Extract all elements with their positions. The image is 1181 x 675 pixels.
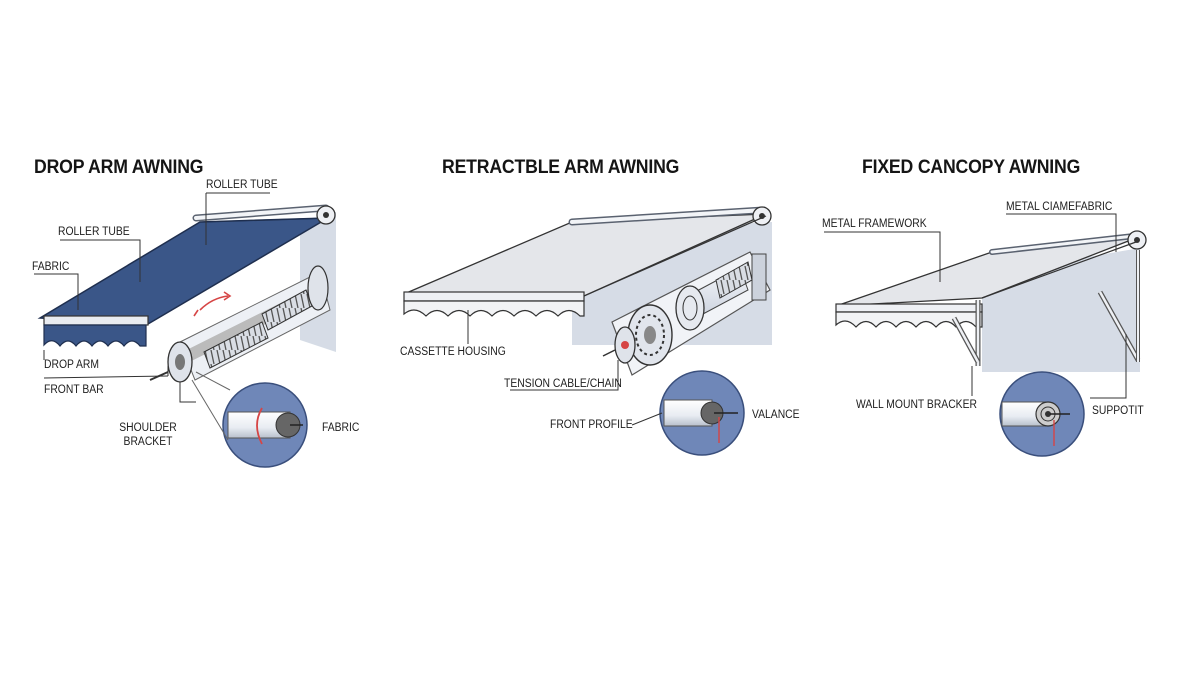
front-profile-label: FRONT PROFILE <box>550 419 633 431</box>
rotation-arrow <box>199 295 229 311</box>
fixed-canopy-awning-illustration <box>824 213 1147 457</box>
fabric-detail-label: FABRIC <box>322 422 360 434</box>
cassette-housing-label: CASSETTE HOUSING <box>400 346 506 358</box>
drop-arm-label: DROP ARM <box>44 359 100 371</box>
drop-arm-awning-title: DROP ARM AWNING <box>34 157 204 178</box>
retractable-arm-awning-illustration <box>403 206 772 456</box>
roller-tube-top-label: ROLLER TUBE <box>206 179 278 191</box>
front-profile <box>403 291 585 302</box>
valance <box>835 311 983 328</box>
fixed-canopy-awning-title: FIXED CANCOPY AWNING <box>862 157 1081 178</box>
wall-mount-bracker-label: WALL MOUNT BRACKER <box>856 399 977 411</box>
fabric-label: FABRIC <box>32 261 70 273</box>
valance-label: VALANCE <box>752 409 800 421</box>
tension-cable-label: TENSION CABLE/CHAIN <box>504 378 622 390</box>
retractable-arm-awning-title: RETRACTBLE ARM AWNING <box>442 157 680 178</box>
metal-ciamefabric-label: METAL CIAMEFABRIC <box>1006 201 1113 213</box>
metal-framework-label: METAL FRAMEWORK <box>822 218 927 230</box>
roller-tube-label: ROLLER TUBE <box>58 226 130 238</box>
front-bar-label: FRONT BAR <box>44 384 104 396</box>
gear-mechanism <box>627 304 673 366</box>
drop-arm-awning-illustration <box>34 192 336 468</box>
shoulder-bracket-label: SHOULDER BRACKET <box>119 422 177 448</box>
valance-scallop <box>43 324 147 347</box>
support-label: SUPPOTIT <box>1092 405 1144 417</box>
front-bar <box>43 315 149 326</box>
valance <box>403 300 585 317</box>
